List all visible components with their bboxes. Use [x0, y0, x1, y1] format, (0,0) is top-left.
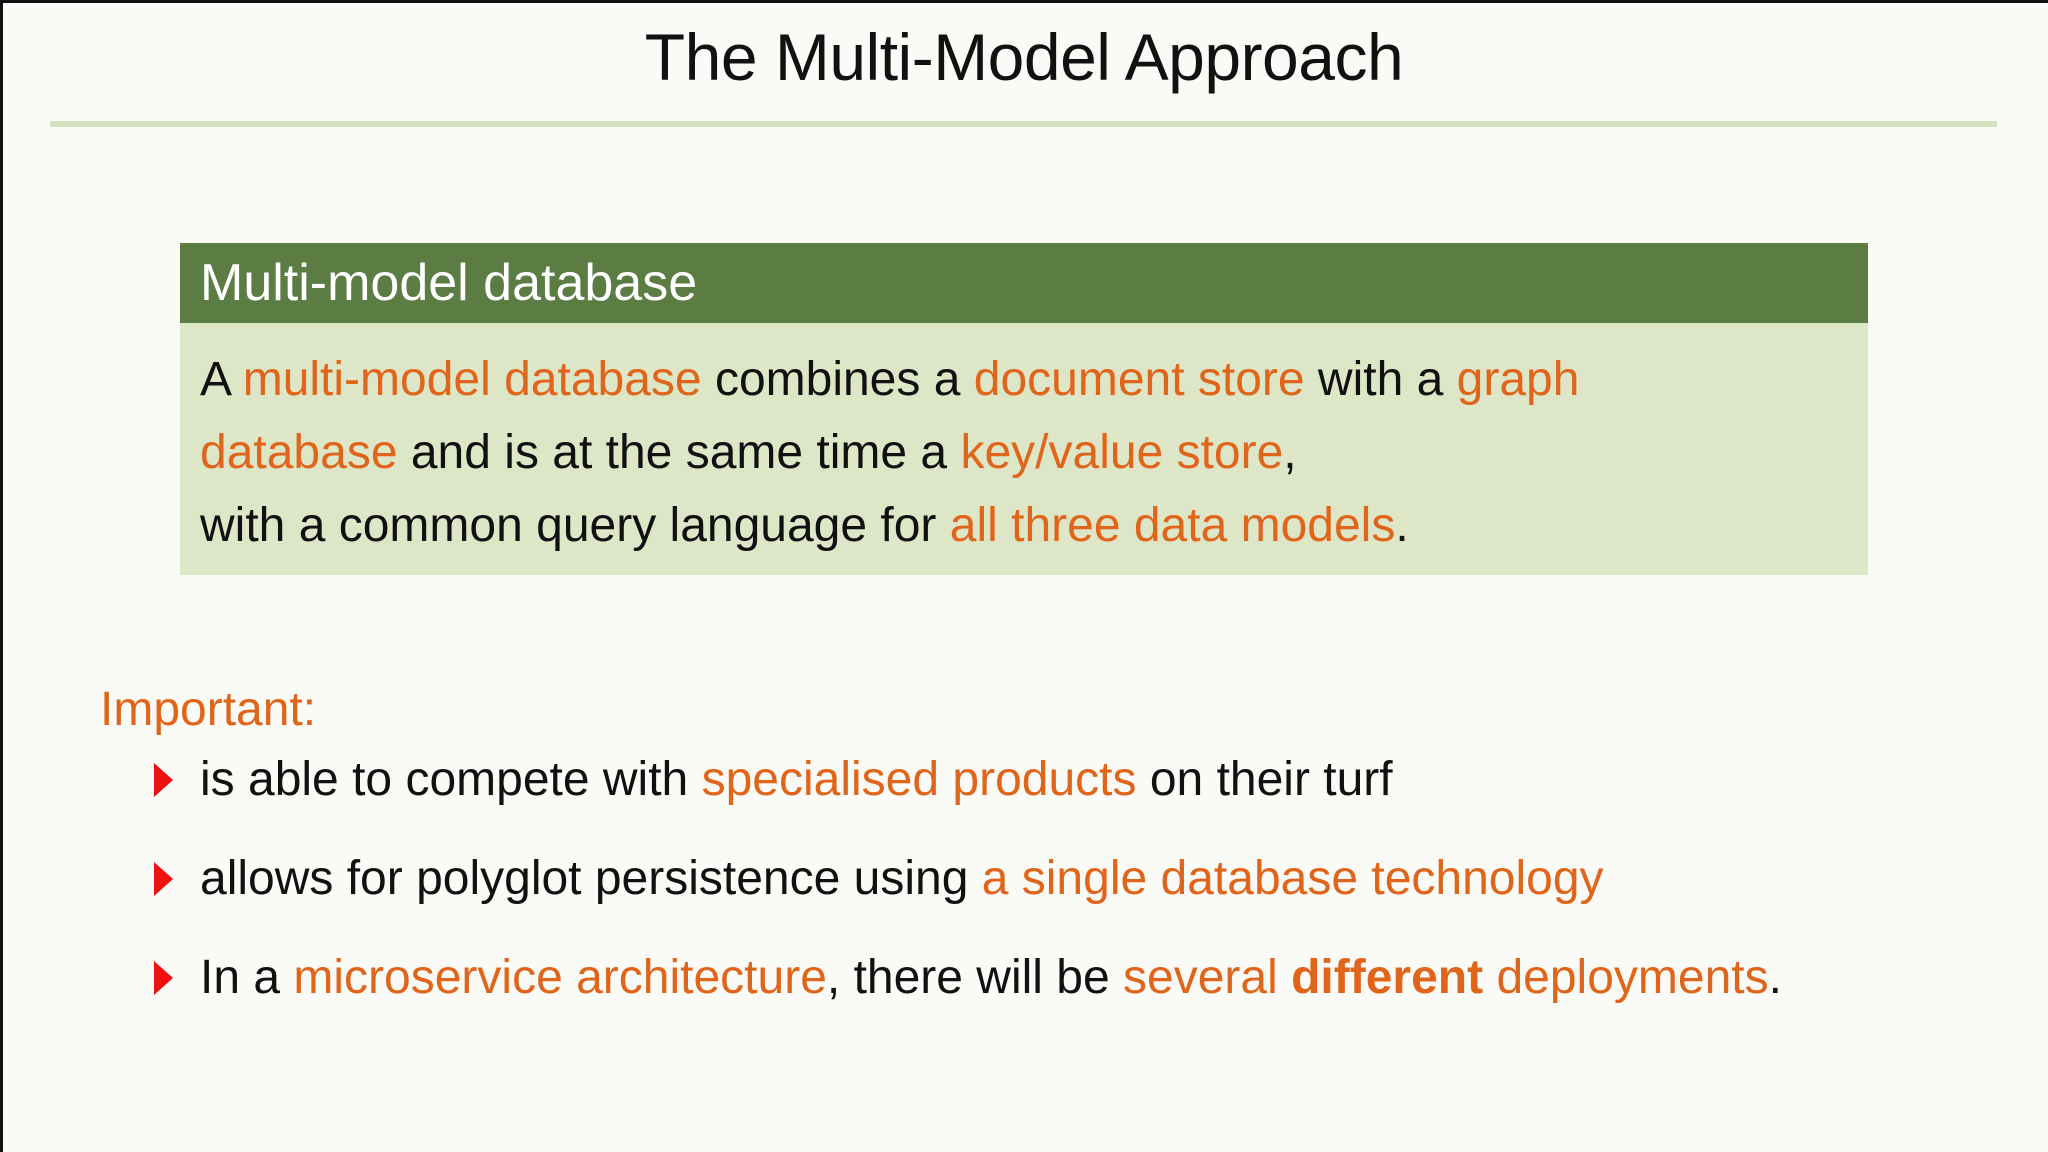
bullet-text: In a microservice architecture, there wi… [200, 951, 1782, 1004]
text-segment: A [200, 353, 243, 406]
text-segment: is able to compete with [200, 753, 702, 806]
highlighted-text: document store [973, 353, 1305, 406]
highlighted-text: all three data models [949, 499, 1396, 552]
text-segment: , there will be [826, 951, 1124, 1004]
important-bullet-list: is able to compete with specialised prod… [150, 745, 1782, 1042]
definition-line-1: A multi-model database combines a docume… [200, 343, 1848, 416]
definition-box: Multi-model database A multi-model datab… [180, 243, 1868, 575]
definition-box-header: Multi-model database [180, 243, 1868, 323]
text-segment: with a [1304, 353, 1457, 406]
text-segment: on their turf [1136, 753, 1393, 806]
text-segment: . [1768, 951, 1782, 1004]
highlighted-text: graph [1456, 353, 1580, 406]
slide-title: The Multi-Model Approach [644, 20, 1404, 94]
bullet-text: allows for polyglot persistence using a … [200, 852, 1604, 905]
highlighted-text: specialised products [701, 753, 1137, 806]
definition-line-3: with a common query language for all thr… [200, 489, 1848, 562]
highlighted-text: database [200, 426, 398, 479]
red-triangle-right-icon [154, 763, 173, 797]
text-segment: , [1283, 426, 1297, 479]
frame-top-border [0, 0, 2048, 3]
red-triangle-right-icon [154, 961, 173, 995]
bullet-item: allows for polyglot persistence using a … [150, 844, 1782, 943]
bullet-text: is able to compete with specialised prod… [200, 753, 1393, 806]
highlighted-text: different [1291, 951, 1484, 1004]
text-segment: and is at the same time a [397, 426, 961, 479]
text-segment: In a [200, 951, 294, 1004]
definition-line-2: database and is at the same time a key/v… [200, 416, 1848, 489]
bullet-item: In a microservice architecture, there wi… [150, 943, 1782, 1042]
bullet-item: is able to compete with specialised prod… [150, 745, 1782, 844]
text-segment: allows for polyglot persistence using [200, 852, 982, 905]
highlighted-text: multi-model database [242, 353, 702, 406]
frame-left-border [0, 0, 3, 1152]
text-segment: combines a [701, 353, 974, 406]
red-triangle-right-icon [154, 862, 173, 896]
highlighted-text: microservice architecture [293, 951, 827, 1004]
title-divider [50, 121, 1997, 127]
highlighted-text: deployments [1483, 951, 1769, 1004]
definition-box-body: A multi-model database combines a docume… [180, 323, 1868, 575]
text-segment: . [1395, 499, 1409, 552]
highlighted-text: key/value store [960, 426, 1284, 479]
important-label: Important: [100, 683, 317, 736]
highlighted-text: a single database technology [981, 852, 1604, 905]
text-segment: with a common query language for [200, 499, 950, 552]
highlighted-text: several [1123, 951, 1292, 1004]
